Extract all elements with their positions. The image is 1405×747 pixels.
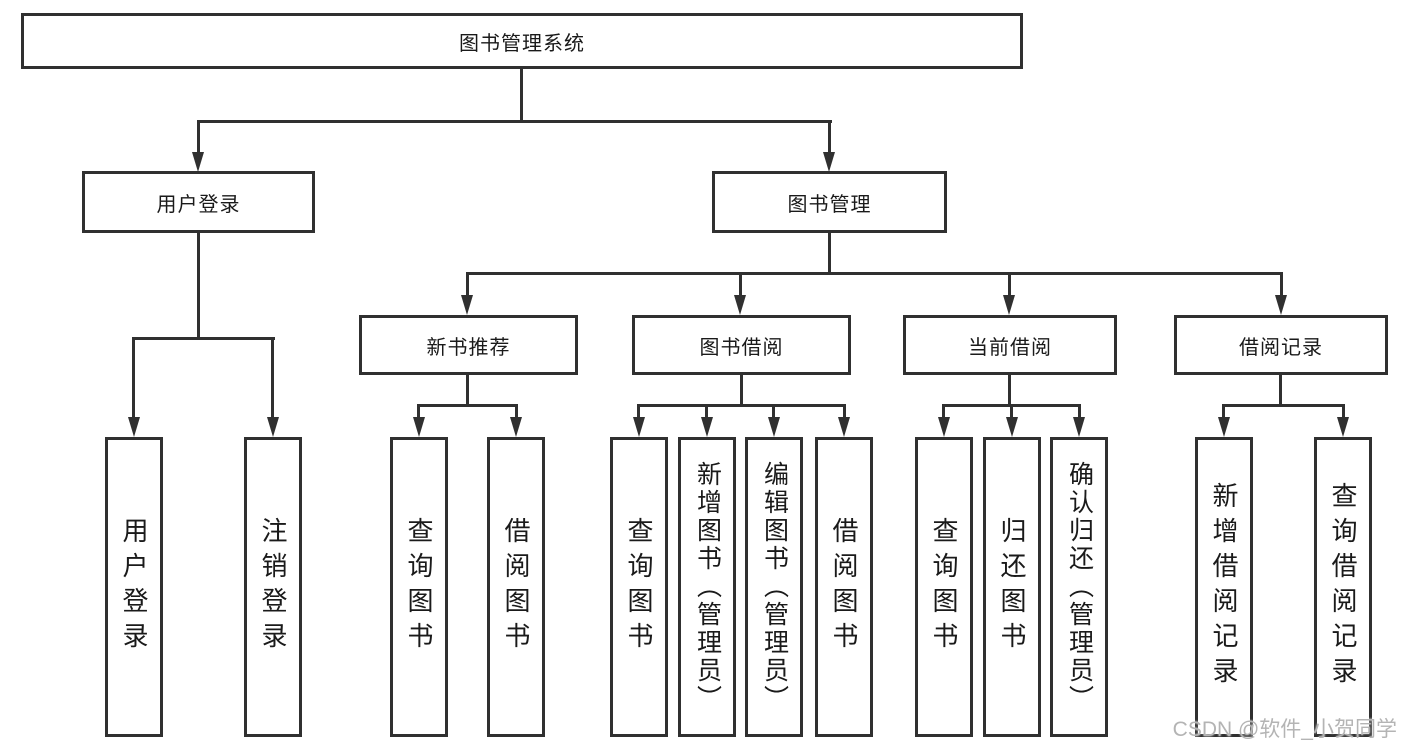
node-leaf-query-books-borrowing-label: 查询图书: [624, 517, 654, 657]
arrowhead: [192, 152, 204, 172]
node-leaf-add-book-admin-label: 新增图书（管理员）: [693, 461, 722, 713]
line: [739, 272, 742, 297]
node-leaf-add-borrow-record: 新增借阅记录: [1195, 437, 1253, 737]
line: [466, 375, 469, 406]
node-leaf-query-books-current-label: 查询图书: [929, 517, 959, 657]
node-leaf-user-login-label: 用户登录: [119, 517, 149, 657]
line: [197, 120, 832, 123]
node-leaf-logout: 注销登录: [244, 437, 302, 737]
node-leaf-confirm-return-admin-label: 确认归还（管理员）: [1065, 461, 1094, 713]
line: [942, 404, 945, 418]
line: [466, 272, 469, 297]
node-book-management: 图书管理: [712, 171, 947, 233]
node-root: 图书管理系统: [21, 13, 1023, 69]
line: [740, 375, 743, 406]
arrowhead: [633, 417, 645, 437]
line: [515, 404, 518, 418]
line: [705, 404, 708, 418]
node-leaf-query-borrow-record: 查询借阅记录: [1314, 437, 1372, 737]
arrowhead: [1006, 417, 1018, 437]
node-leaf-query-borrow-record-label: 查询借阅记录: [1328, 482, 1358, 692]
line: [197, 120, 200, 154]
line: [1222, 404, 1345, 407]
line: [132, 337, 135, 418]
arrowhead: [1337, 417, 1349, 437]
node-leaf-query-books-recommend: 查询图书: [390, 437, 448, 737]
arrowhead: [413, 417, 425, 437]
line: [1010, 404, 1013, 418]
arrowhead: [701, 417, 713, 437]
line: [1078, 404, 1081, 418]
arrowhead: [823, 152, 835, 172]
node-borrowing-records-label: 借阅记录: [1239, 336, 1323, 359]
node-leaf-edit-book-admin-label: 编辑图书（管理员）: [760, 461, 789, 713]
arrowhead: [768, 417, 780, 437]
node-leaf-confirm-return-admin: 确认归还（管理员）: [1050, 437, 1108, 737]
node-leaf-user-login: 用户登录: [105, 437, 163, 737]
node-book-borrowing-label: 图书借阅: [699, 336, 784, 359]
arrowhead: [461, 295, 473, 315]
node-leaf-query-books-current: 查询图书: [915, 437, 973, 737]
arrowhead: [938, 417, 950, 437]
node-book-borrowing: 图书借阅: [632, 315, 851, 375]
node-user-login: 用户登录: [82, 171, 315, 233]
node-current-borrowing: 当前借阅: [903, 315, 1117, 375]
arrowhead: [1218, 417, 1230, 437]
line: [197, 233, 200, 337]
node-leaf-borrow-books-borrowing: 借阅图书: [815, 437, 873, 737]
line: [520, 69, 523, 122]
line: [1222, 404, 1225, 418]
line: [1342, 404, 1345, 418]
node-current-borrowing-label: 当前借阅: [968, 336, 1052, 359]
node-borrowing-records: 借阅记录: [1174, 315, 1388, 375]
node-leaf-borrow-books-recommend: 借阅图书: [487, 437, 545, 737]
node-leaf-add-book-admin: 新增图书（管理员）: [678, 437, 736, 737]
line: [828, 120, 831, 154]
line: [417, 404, 518, 407]
node-leaf-borrow-books-borrowing-label: 借阅图书: [829, 517, 859, 657]
node-leaf-return-books: 归还图书: [983, 437, 1041, 737]
node-leaf-query-books-borrowing: 查询图书: [610, 437, 668, 737]
arrowhead: [838, 417, 850, 437]
line: [637, 404, 640, 418]
line: [1280, 272, 1283, 297]
arrowhead: [734, 295, 746, 315]
node-leaf-query-books-recommend-label: 查询图书: [404, 517, 434, 657]
node-new-book-recommend: 新书推荐: [359, 315, 578, 375]
line: [466, 272, 1283, 275]
node-leaf-borrow-books-recommend-label: 借阅图书: [501, 517, 531, 657]
line: [843, 404, 846, 418]
line: [132, 337, 275, 340]
line: [417, 404, 420, 418]
node-leaf-add-borrow-record-label: 新增借阅记录: [1209, 482, 1239, 692]
line: [637, 404, 846, 407]
arrowhead: [1073, 417, 1085, 437]
line: [828, 233, 831, 274]
node-new-book-recommend-label: 新书推荐: [426, 336, 511, 359]
line: [772, 404, 775, 418]
arrowhead: [267, 417, 279, 437]
line: [1008, 375, 1011, 406]
watermark: CSDN @软件_小贺同学: [1172, 718, 1397, 741]
line: [1008, 272, 1011, 297]
node-user-login-label: 用户登录: [156, 193, 241, 216]
line: [271, 337, 274, 418]
arrowhead: [128, 417, 140, 437]
arrowhead: [510, 417, 522, 437]
node-leaf-logout-label: 注销登录: [258, 517, 288, 657]
line: [1279, 375, 1282, 406]
arrowhead: [1275, 295, 1287, 315]
node-book-management-label: 图书管理: [787, 193, 872, 216]
node-leaf-edit-book-admin: 编辑图书（管理员）: [745, 437, 803, 737]
arrowhead: [1003, 295, 1015, 315]
node-root-label: 图书管理系统: [459, 32, 585, 55]
node-leaf-return-books-label: 归还图书: [997, 517, 1027, 657]
